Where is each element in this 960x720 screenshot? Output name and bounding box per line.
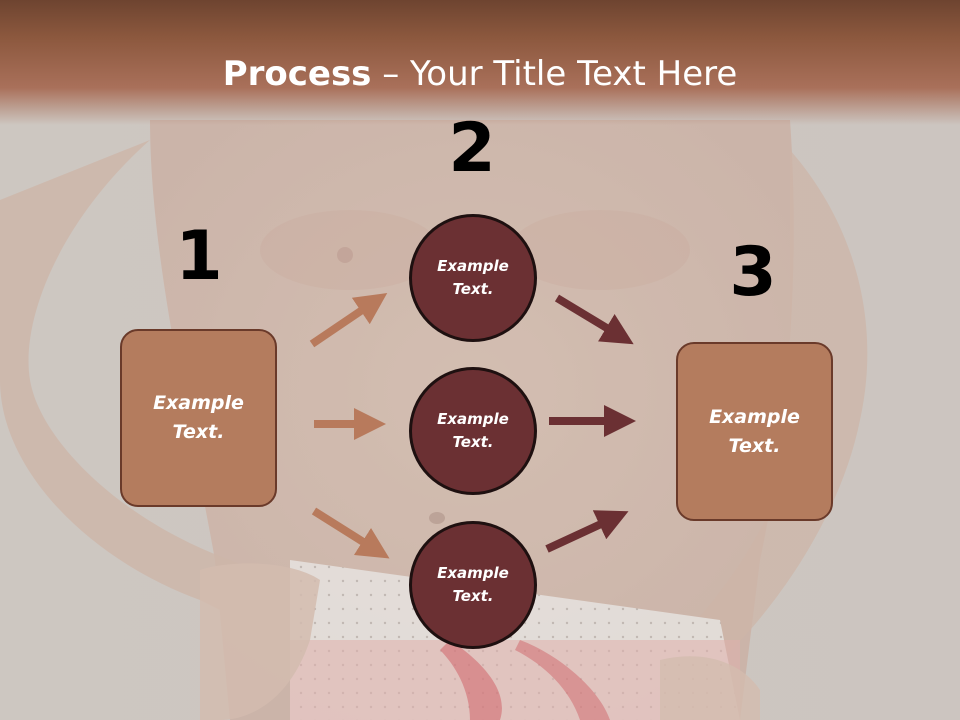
circle-middle-text: Example Text. [437, 410, 509, 451]
step-1-box: Example Text. [120, 329, 277, 507]
slide-title: Process – Your Title Text Here [0, 52, 960, 96]
step-3-box: Example Text. [676, 342, 833, 521]
title-rest: – Your Title Text Here [371, 54, 738, 94]
circle-middle: Example Text. [409, 367, 537, 495]
step-number-1: 1 [175, 217, 223, 296]
step-3-text: Example Text. [709, 405, 800, 457]
circle-bottom-text: Example Text. [437, 564, 509, 605]
title-band [0, 0, 960, 125]
step-number-2: 2 [448, 109, 496, 188]
circle-top-text: Example Text. [437, 257, 509, 298]
circle-bottom: Example Text. [409, 521, 537, 649]
step-1-text: Example Text. [153, 392, 244, 443]
title-bold-part: Process [222, 54, 372, 94]
step-number-3: 3 [729, 233, 777, 312]
circle-top: Example Text. [409, 214, 537, 342]
